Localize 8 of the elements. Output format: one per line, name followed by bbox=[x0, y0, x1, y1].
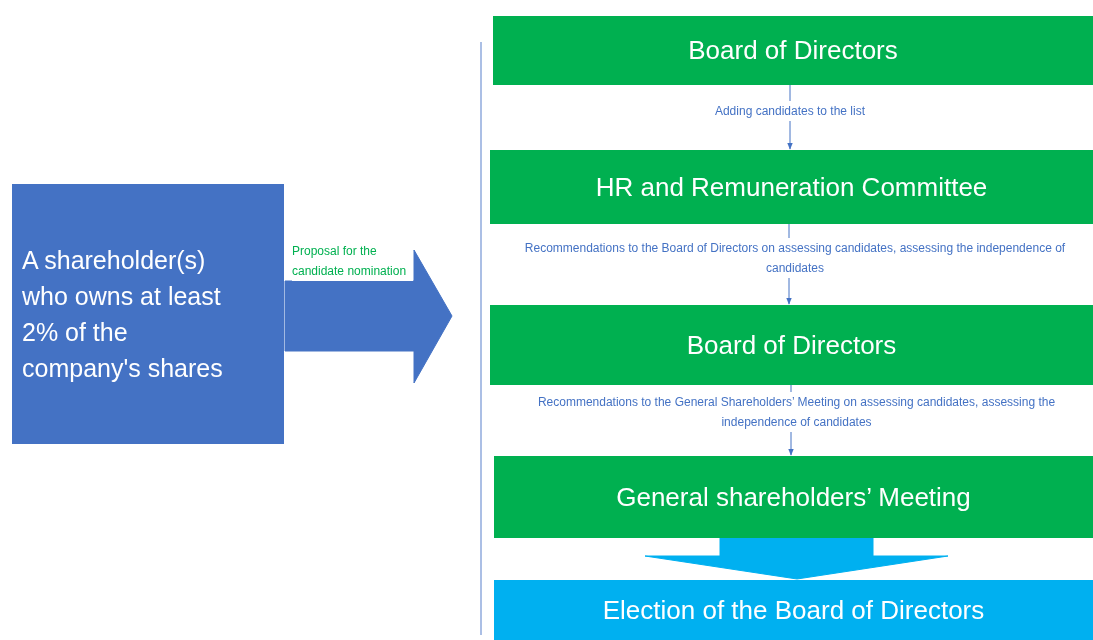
process-box: HR and Remuneration Committee bbox=[490, 150, 1093, 224]
process-box: Board of Directors bbox=[490, 305, 1093, 385]
block-arrow bbox=[644, 537, 949, 580]
result-box: Election of the Board of Directors bbox=[494, 580, 1093, 640]
process-box: Board of Directors bbox=[493, 16, 1093, 85]
shareholder-box: A shareholder(s) who owns at least 2% of the company's shares bbox=[12, 184, 284, 444]
block-arrow bbox=[284, 249, 453, 384]
process-box: General shareholders’ Meeting bbox=[494, 456, 1093, 538]
